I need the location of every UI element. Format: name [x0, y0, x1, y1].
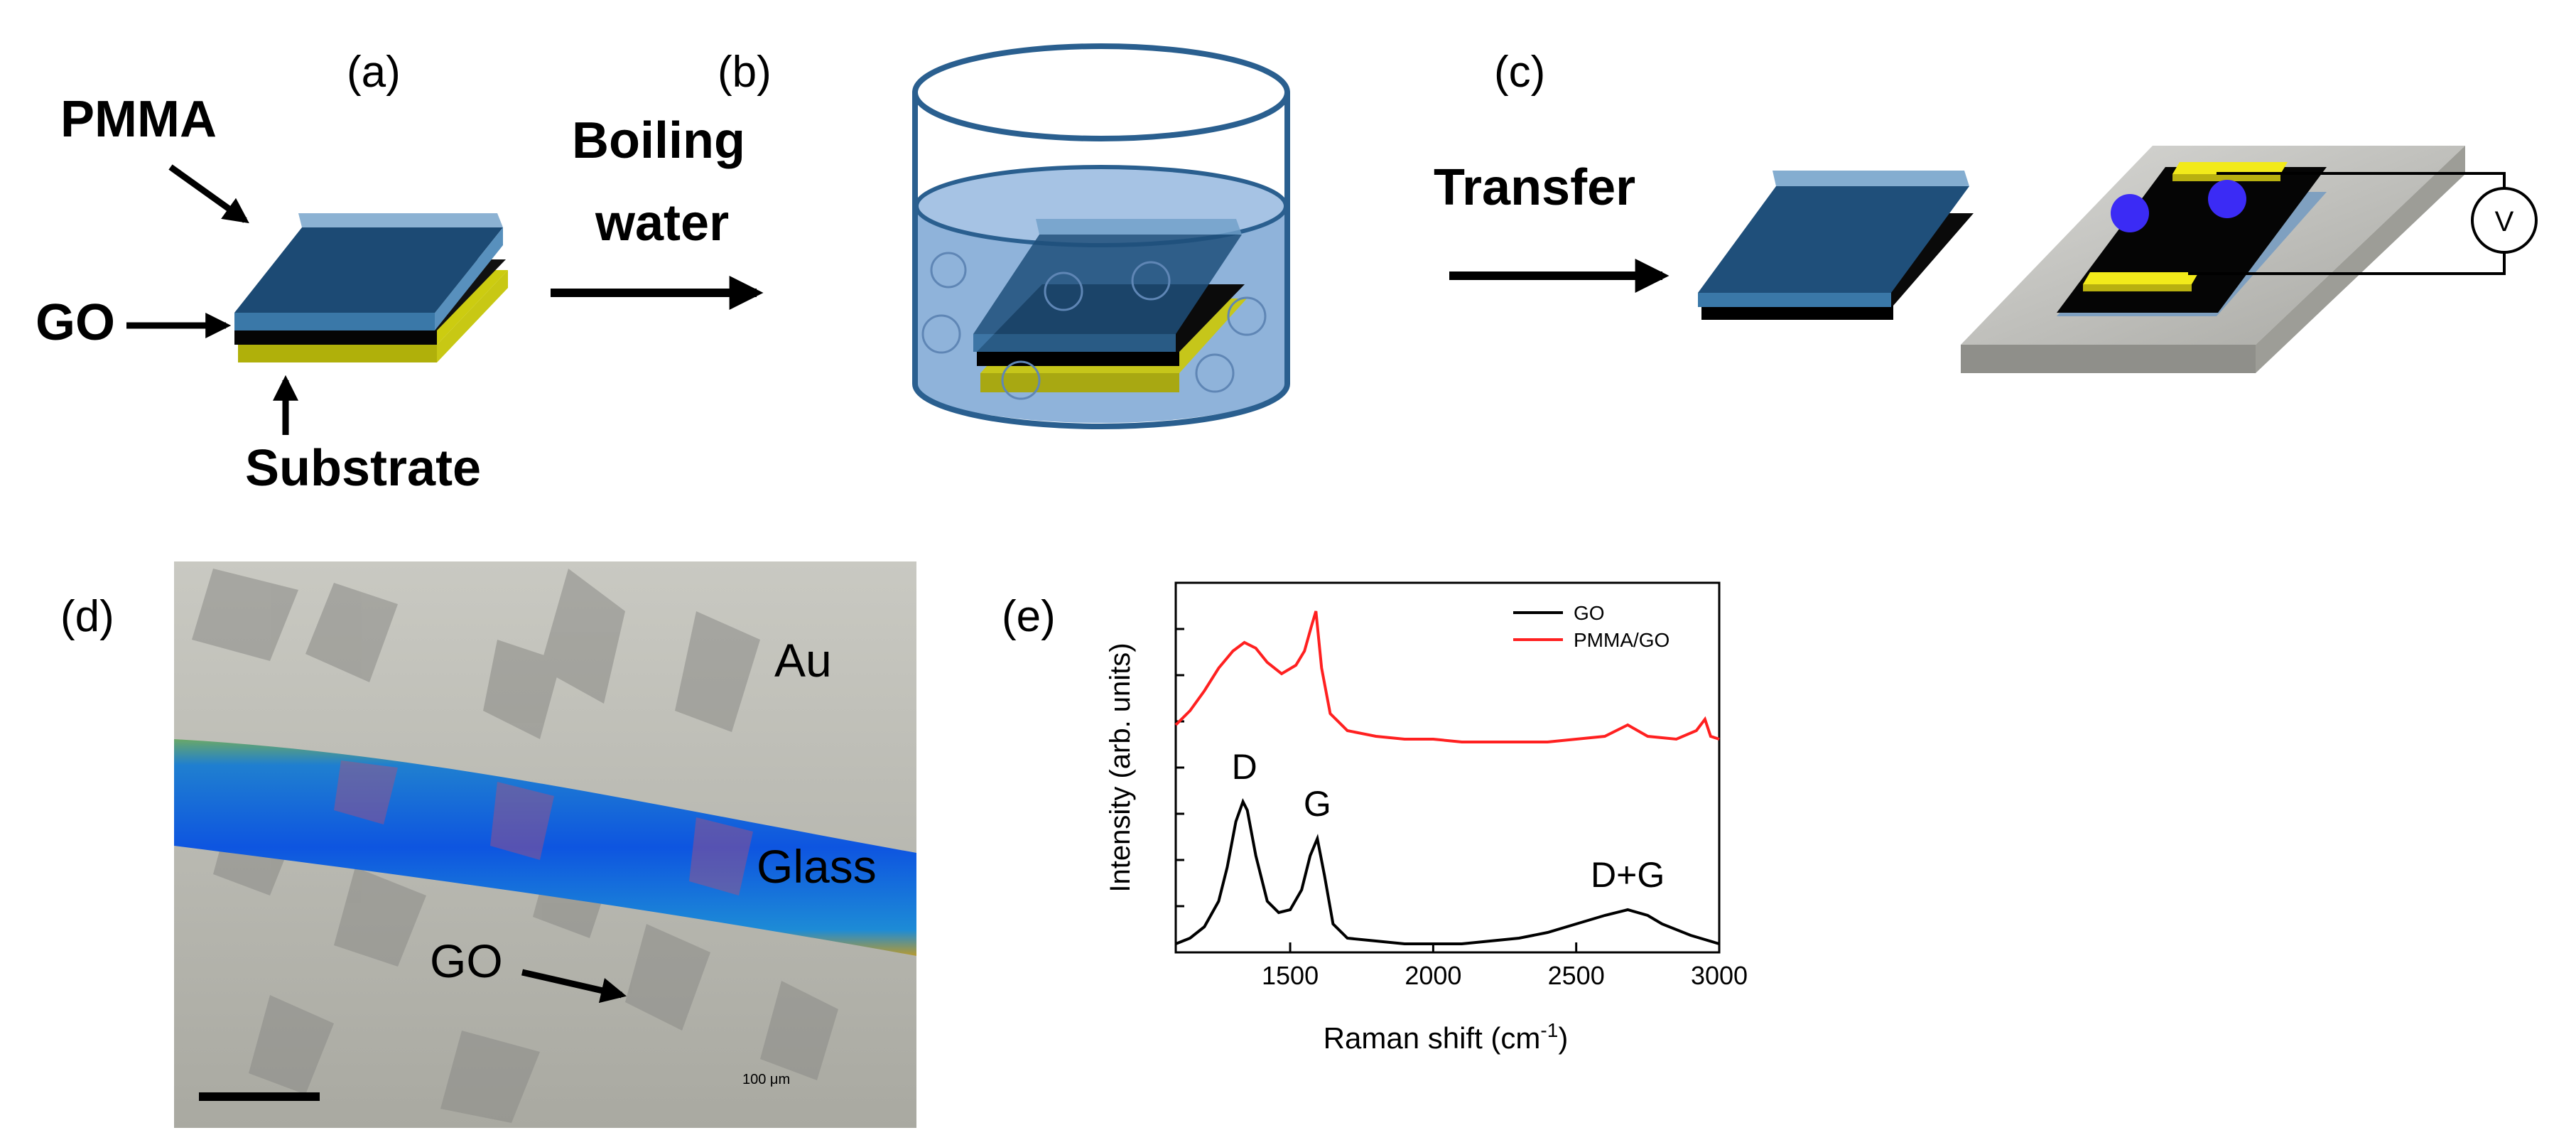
electrode-top: [2172, 162, 2288, 174]
glass-band: [174, 739, 916, 956]
wire-bottom: [2188, 252, 2506, 275]
x-axis-label-sup: -1: [1540, 1019, 1558, 1041]
water-label: water: [595, 195, 729, 252]
y-axis-label: Intensity (arb. units): [1105, 642, 1136, 892]
series-line-go: [1175, 797, 1720, 945]
substrate-label: Substrate: [245, 440, 481, 497]
boiling-label: Boiling: [572, 112, 745, 169]
x-axis-label-main: Raman shift (cm: [1324, 1021, 1541, 1055]
bubble: [930, 252, 967, 289]
device: V: [1961, 146, 2538, 373]
go-flakes-on-band: [334, 760, 753, 896]
legend-label: PMMA/GO: [1574, 629, 1669, 651]
bubble: [921, 314, 961, 354]
go-micro-arrow: [521, 969, 627, 1004]
scale-bar: [199, 1092, 320, 1101]
series-line-pmma-go: [1174, 611, 1720, 743]
glass-label: Glass: [757, 840, 877, 893]
pmma-label: PMMA: [60, 91, 217, 148]
contact-dot-left: [2111, 194, 2149, 232]
panel-d: (d) Au Glass GO 100 μm: [60, 561, 916, 1128]
go-label: GO: [36, 294, 115, 351]
bubble: [1044, 271, 1083, 311]
bubble: [1227, 296, 1267, 336]
x-axis-label: Raman shift (cm-1): [1324, 1019, 1569, 1055]
panel-d-label: (d): [60, 592, 114, 641]
pmma-arrow: [168, 164, 249, 224]
voltmeter-label: V: [2495, 206, 2514, 237]
peak-annotation: D: [1232, 747, 1257, 787]
legend-label: GO: [1574, 602, 1605, 624]
x-tick-label: 2500: [1548, 961, 1605, 990]
x-axis-label-end: ): [1558, 1021, 1568, 1055]
bubble: [1195, 353, 1235, 393]
pmma-layer: [234, 227, 503, 313]
scale-label: 100 μm: [742, 1072, 790, 1087]
panel-e-label: (e): [1002, 592, 1056, 641]
peak-annotation: D+G: [1591, 855, 1665, 895]
wire-top: [2217, 172, 2506, 188]
contact-dot-right: [2208, 180, 2246, 218]
bubble: [1131, 261, 1171, 301]
x-tick-label: 3000: [1691, 961, 1748, 990]
x-tick-label: 2000: [1405, 961, 1461, 990]
layer-stack-a: [234, 213, 508, 362]
au-label: Au: [774, 634, 832, 687]
electrode-bottom: [2083, 272, 2199, 284]
transfer-label: Transfer: [1434, 159, 1635, 216]
panel-e: (e) 1500 2000 2500 3000 GO PMMA/GO D G D+G Inten…: [1002, 581, 1748, 1055]
raman-chart: 1500 2000 2500 3000 GO PMMA/GO D G D+G: [1174, 602, 1748, 990]
peak-annotation: G: [1304, 784, 1331, 824]
panel-b-label: (b): [718, 48, 772, 97]
x-tick-label: 1500: [1262, 961, 1319, 990]
beaker-rim: [912, 43, 1290, 141]
panel-b: (b) Boiling water: [551, 43, 1290, 429]
panel-a-label: (a): [347, 48, 401, 97]
floating-pmma: [973, 235, 1242, 334]
go-micro-label: GO: [430, 935, 503, 987]
panel-c: (c) Transfer V: [1434, 48, 2538, 373]
bubble: [1001, 360, 1041, 400]
panel-c-label: (c): [1494, 48, 1545, 97]
voltmeter: [2471, 187, 2538, 254]
panel-a: (a) PMMA GO Substrate: [36, 48, 508, 497]
transferred-film: [1698, 171, 1974, 320]
beaker: [912, 43, 1290, 429]
